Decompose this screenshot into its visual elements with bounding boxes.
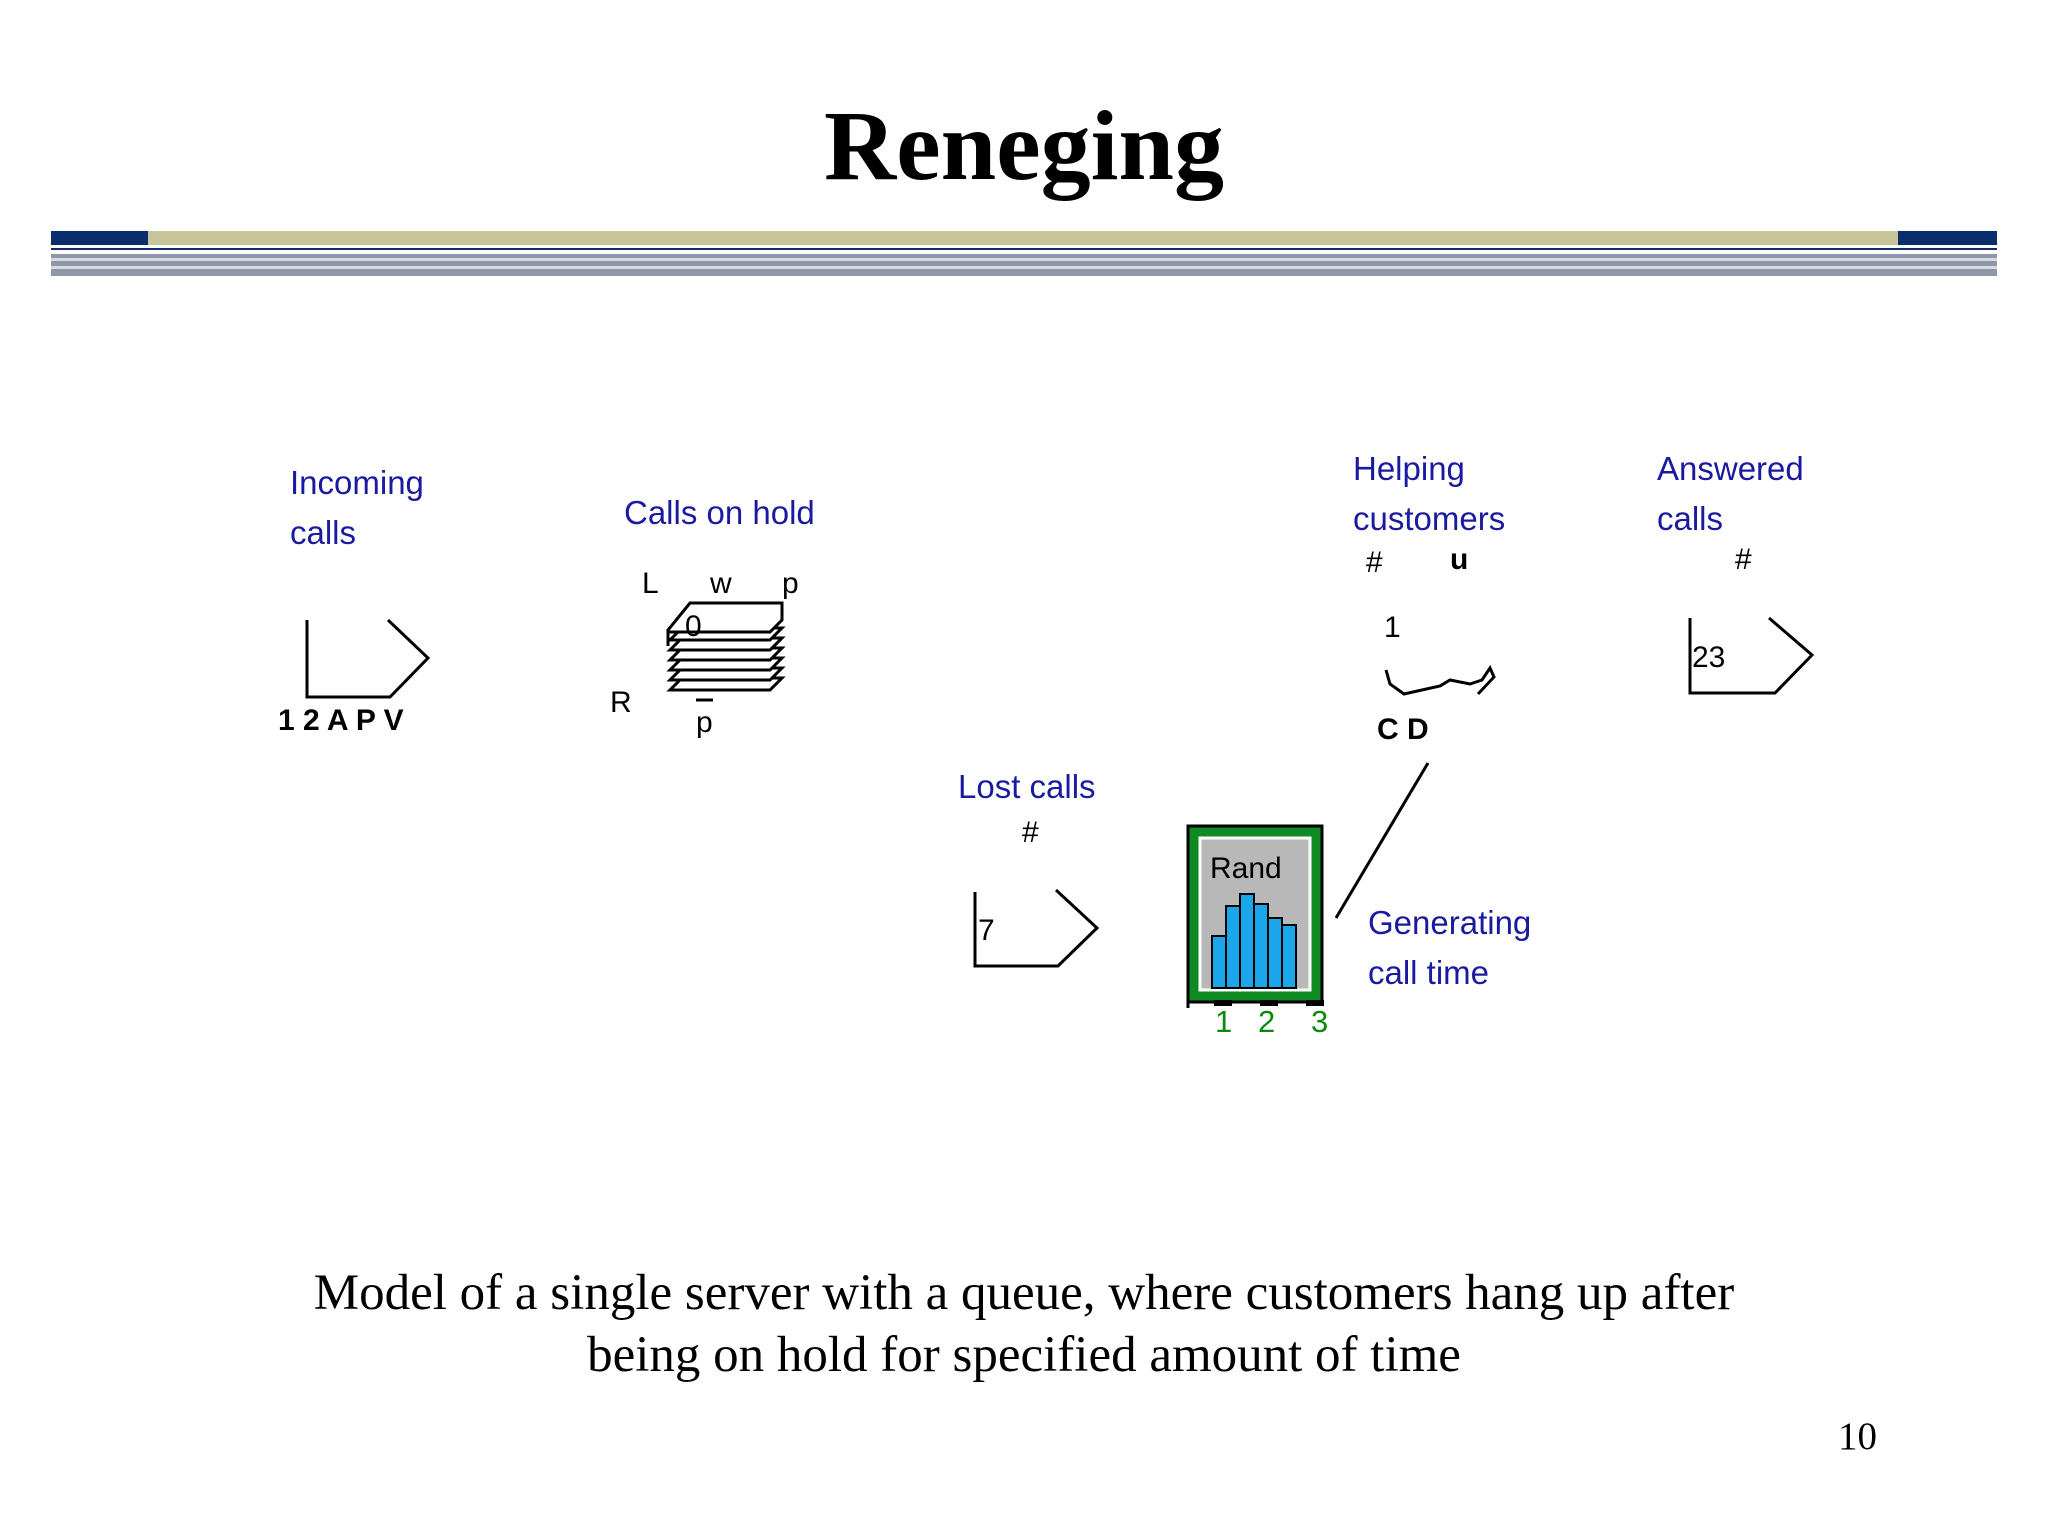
helping-ports: C D [1377, 713, 1429, 746]
helping-hash: # [1366, 546, 1383, 579]
answered-count: 23 [1692, 641, 1726, 674]
hold-p-top-marker: p [782, 567, 799, 600]
rand-label: Rand [1210, 852, 1282, 885]
header-bar-left [51, 231, 148, 245]
page-number: 10 [1838, 1415, 1877, 1458]
answered-calls-block [1688, 616, 1815, 695]
lost-count: 7 [978, 914, 995, 947]
lost-calls-block [973, 888, 1100, 968]
incoming-calls-block [305, 618, 431, 699]
header-bar-middle [148, 231, 1898, 245]
answered-calls-label-line2: calls [1657, 500, 1724, 537]
helping-count: 1 [1384, 611, 1401, 644]
incoming-calls-ports: 1 2 A P V [278, 704, 404, 737]
helping-u: u [1450, 543, 1469, 576]
calls-on-hold-label: Calls on hold [624, 494, 815, 531]
connector-line [1334, 762, 1430, 919]
hold-l-marker: L [642, 567, 659, 600]
server-wave [1384, 664, 1496, 696]
hold-r-marker: R [610, 686, 632, 719]
hold-zero-count: 0 [685, 610, 702, 643]
header-pattern [51, 254, 1997, 276]
rand-port-2: 2 [1258, 1004, 1276, 1039]
hold-w-marker: w [710, 567, 732, 600]
lost-calls-label: Lost calls [958, 768, 1096, 805]
incoming-calls-label-line1: Incoming [290, 464, 424, 501]
slide-caption: Model of a single server with a queue, w… [0, 1262, 2048, 1386]
answered-calls-label-line1: Answered [1657, 450, 1804, 487]
rand-port-3: 3 [1311, 1004, 1329, 1039]
answered-hash: # [1735, 543, 1752, 576]
calls-on-hold-stack [666, 601, 786, 692]
rand-port-1: 1 [1215, 1004, 1233, 1039]
generating-label-line2: call time [1368, 954, 1490, 991]
slide-title: Reneging [824, 90, 1224, 201]
helping-customers-label-line1: Helping [1353, 450, 1465, 487]
caption-line-2: being on hold for specified amount of ti… [587, 1327, 1461, 1383]
helping-customers-label-line2: customers [1353, 500, 1506, 537]
lost-hash: # [1022, 816, 1039, 849]
header-bar-right [1898, 231, 1997, 245]
rand-block [1186, 824, 1324, 1008]
caption-line-1: Model of a single server with a queue, w… [313, 1265, 1735, 1321]
incoming-calls-label-line2: calls [290, 514, 357, 551]
generating-label-line1: Generating [1368, 904, 1532, 941]
hold-p-bottom-marker: p [696, 706, 713, 739]
